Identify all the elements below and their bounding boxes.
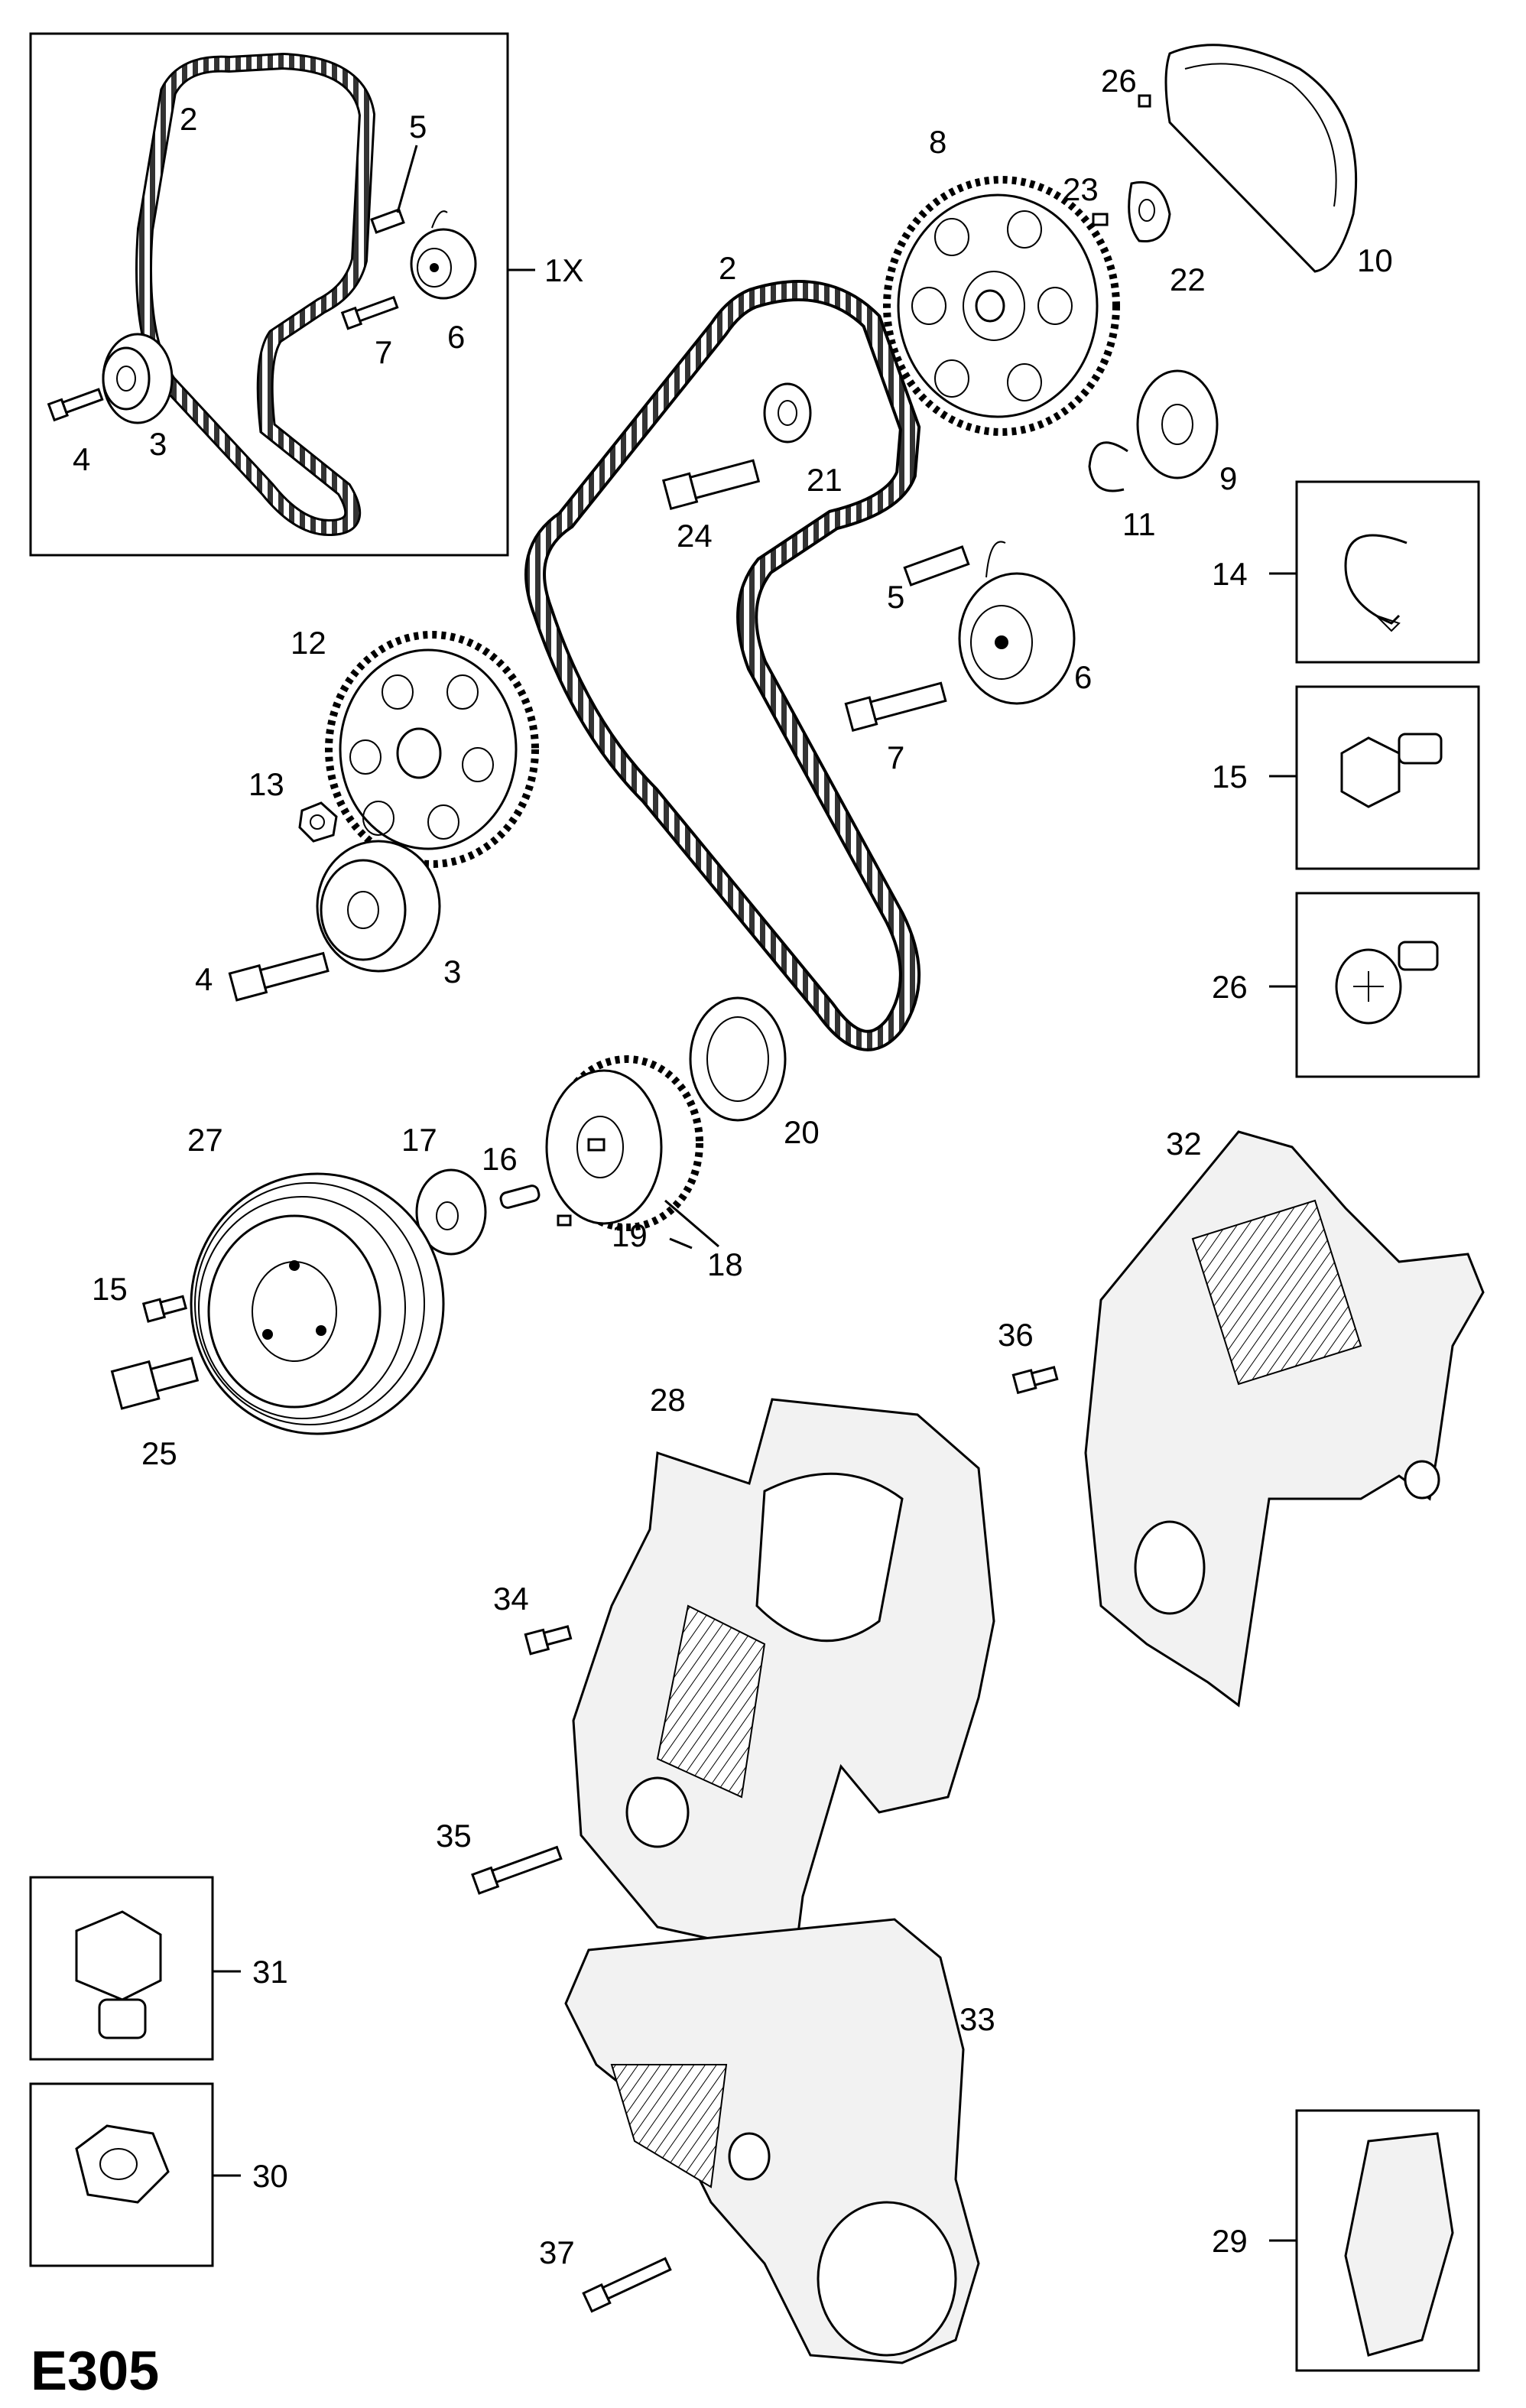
label-15-inset: 15 bbox=[1212, 759, 1248, 795]
label-6: 6 bbox=[1074, 659, 1092, 695]
label-11: 11 bbox=[1122, 506, 1156, 542]
timing-belt bbox=[524, 280, 921, 1051]
label-5: 5 bbox=[887, 579, 904, 615]
label-4: 4 bbox=[195, 961, 213, 997]
inset-29 bbox=[1295, 2109, 1480, 2372]
bolt-36 bbox=[1011, 1366, 1059, 1395]
label-26-top: 26 bbox=[1101, 63, 1137, 99]
label-35: 35 bbox=[436, 1818, 472, 1854]
label-25: 25 bbox=[141, 1435, 177, 1471]
label-18: 18 bbox=[707, 1246, 743, 1282]
label-3-kit: 3 bbox=[149, 426, 167, 462]
label-5-kit: 5 bbox=[409, 109, 427, 145]
label-27: 27 bbox=[187, 1122, 223, 1158]
kit-tensioner bbox=[410, 210, 477, 300]
label-23: 23 bbox=[1063, 171, 1099, 207]
kit-box: 2 5 6 7 3 4 bbox=[29, 32, 509, 557]
label-2: 2 bbox=[719, 250, 736, 286]
label-12: 12 bbox=[291, 625, 326, 661]
label-33: 33 bbox=[959, 2001, 995, 2037]
label-20: 20 bbox=[784, 1114, 820, 1150]
kit-spring bbox=[370, 208, 405, 234]
crankshaft-sprocket-18 bbox=[545, 1055, 703, 1231]
bolt-34 bbox=[524, 1625, 573, 1656]
cover-plate-10 bbox=[1164, 44, 1358, 273]
tensioner-6 bbox=[958, 541, 1076, 705]
bolt-15 bbox=[141, 1295, 187, 1323]
plate-9 bbox=[1136, 369, 1219, 479]
label-15: 15 bbox=[92, 1271, 128, 1307]
rear-cover-32 bbox=[1084, 1130, 1485, 1708]
label-17: 17 bbox=[401, 1122, 437, 1158]
label-28: 28 bbox=[650, 1382, 686, 1418]
kit-bolt-4 bbox=[47, 388, 104, 422]
camshaft-sprocket bbox=[883, 176, 1120, 436]
label-32: 32 bbox=[1166, 1126, 1202, 1162]
kit-bolt-7 bbox=[340, 295, 399, 330]
label-13: 13 bbox=[248, 766, 284, 802]
label-1x: 1X bbox=[544, 252, 583, 288]
washer-22 bbox=[1128, 180, 1171, 243]
nut-13 bbox=[298, 801, 338, 843]
bush-21 bbox=[763, 382, 812, 444]
label-2-kit: 2 bbox=[180, 101, 197, 137]
bolt-35 bbox=[471, 1845, 563, 1895]
label-19: 19 bbox=[612, 1217, 648, 1253]
screw-26-top bbox=[1138, 94, 1151, 108]
label-8: 8 bbox=[929, 124, 946, 160]
label-7: 7 bbox=[887, 739, 904, 775]
inset-26 bbox=[1295, 892, 1480, 1078]
label-10: 10 bbox=[1357, 242, 1393, 278]
pin-23 bbox=[1092, 213, 1109, 226]
bolt-37 bbox=[582, 2257, 672, 2313]
label-24: 24 bbox=[677, 518, 713, 554]
bolt-24 bbox=[661, 459, 761, 510]
key-16 bbox=[499, 1185, 541, 1209]
washer-20 bbox=[689, 996, 787, 1122]
label-31: 31 bbox=[252, 1954, 288, 1990]
upper-front-cover-28 bbox=[572, 1398, 995, 1959]
circlip-11 bbox=[1088, 441, 1128, 492]
label-14: 14 bbox=[1212, 556, 1248, 592]
label-29: 29 bbox=[1212, 2223, 1248, 2259]
label-22: 22 bbox=[1170, 262, 1206, 297]
bolt-25 bbox=[110, 1357, 200, 1410]
label-9: 9 bbox=[1219, 460, 1237, 496]
inset-15 bbox=[1295, 685, 1480, 870]
label-7-kit: 7 bbox=[375, 334, 392, 370]
diagram-code: E305 bbox=[31, 2341, 159, 2402]
label-36: 36 bbox=[998, 1317, 1034, 1353]
kit-idler-pulley bbox=[102, 333, 174, 424]
label-21: 21 bbox=[807, 462, 843, 498]
label-3: 3 bbox=[443, 954, 461, 990]
pin-19 bbox=[557, 1214, 572, 1227]
sprocket-12 bbox=[325, 631, 539, 868]
inset-31 bbox=[29, 1876, 214, 2061]
inset-30 bbox=[29, 2082, 214, 2267]
bolt-4 bbox=[228, 951, 330, 1002]
label-4-kit: 4 bbox=[73, 441, 90, 477]
lower-cover-33 bbox=[564, 1918, 980, 2364]
spring-5 bbox=[903, 545, 970, 587]
inset-14 bbox=[1295, 480, 1480, 664]
label-30: 30 bbox=[252, 2158, 288, 2194]
label-6-kit: 6 bbox=[447, 319, 465, 355]
bolt-7 bbox=[844, 681, 947, 732]
label-26: 26 bbox=[1212, 969, 1248, 1005]
idler-pulley-3 bbox=[316, 840, 441, 973]
crankshaft-pulley-27 bbox=[190, 1172, 445, 1435]
label-34: 34 bbox=[493, 1581, 529, 1617]
label-16: 16 bbox=[482, 1141, 518, 1177]
label-37: 37 bbox=[539, 2234, 575, 2270]
washer-17 bbox=[415, 1168, 487, 1256]
